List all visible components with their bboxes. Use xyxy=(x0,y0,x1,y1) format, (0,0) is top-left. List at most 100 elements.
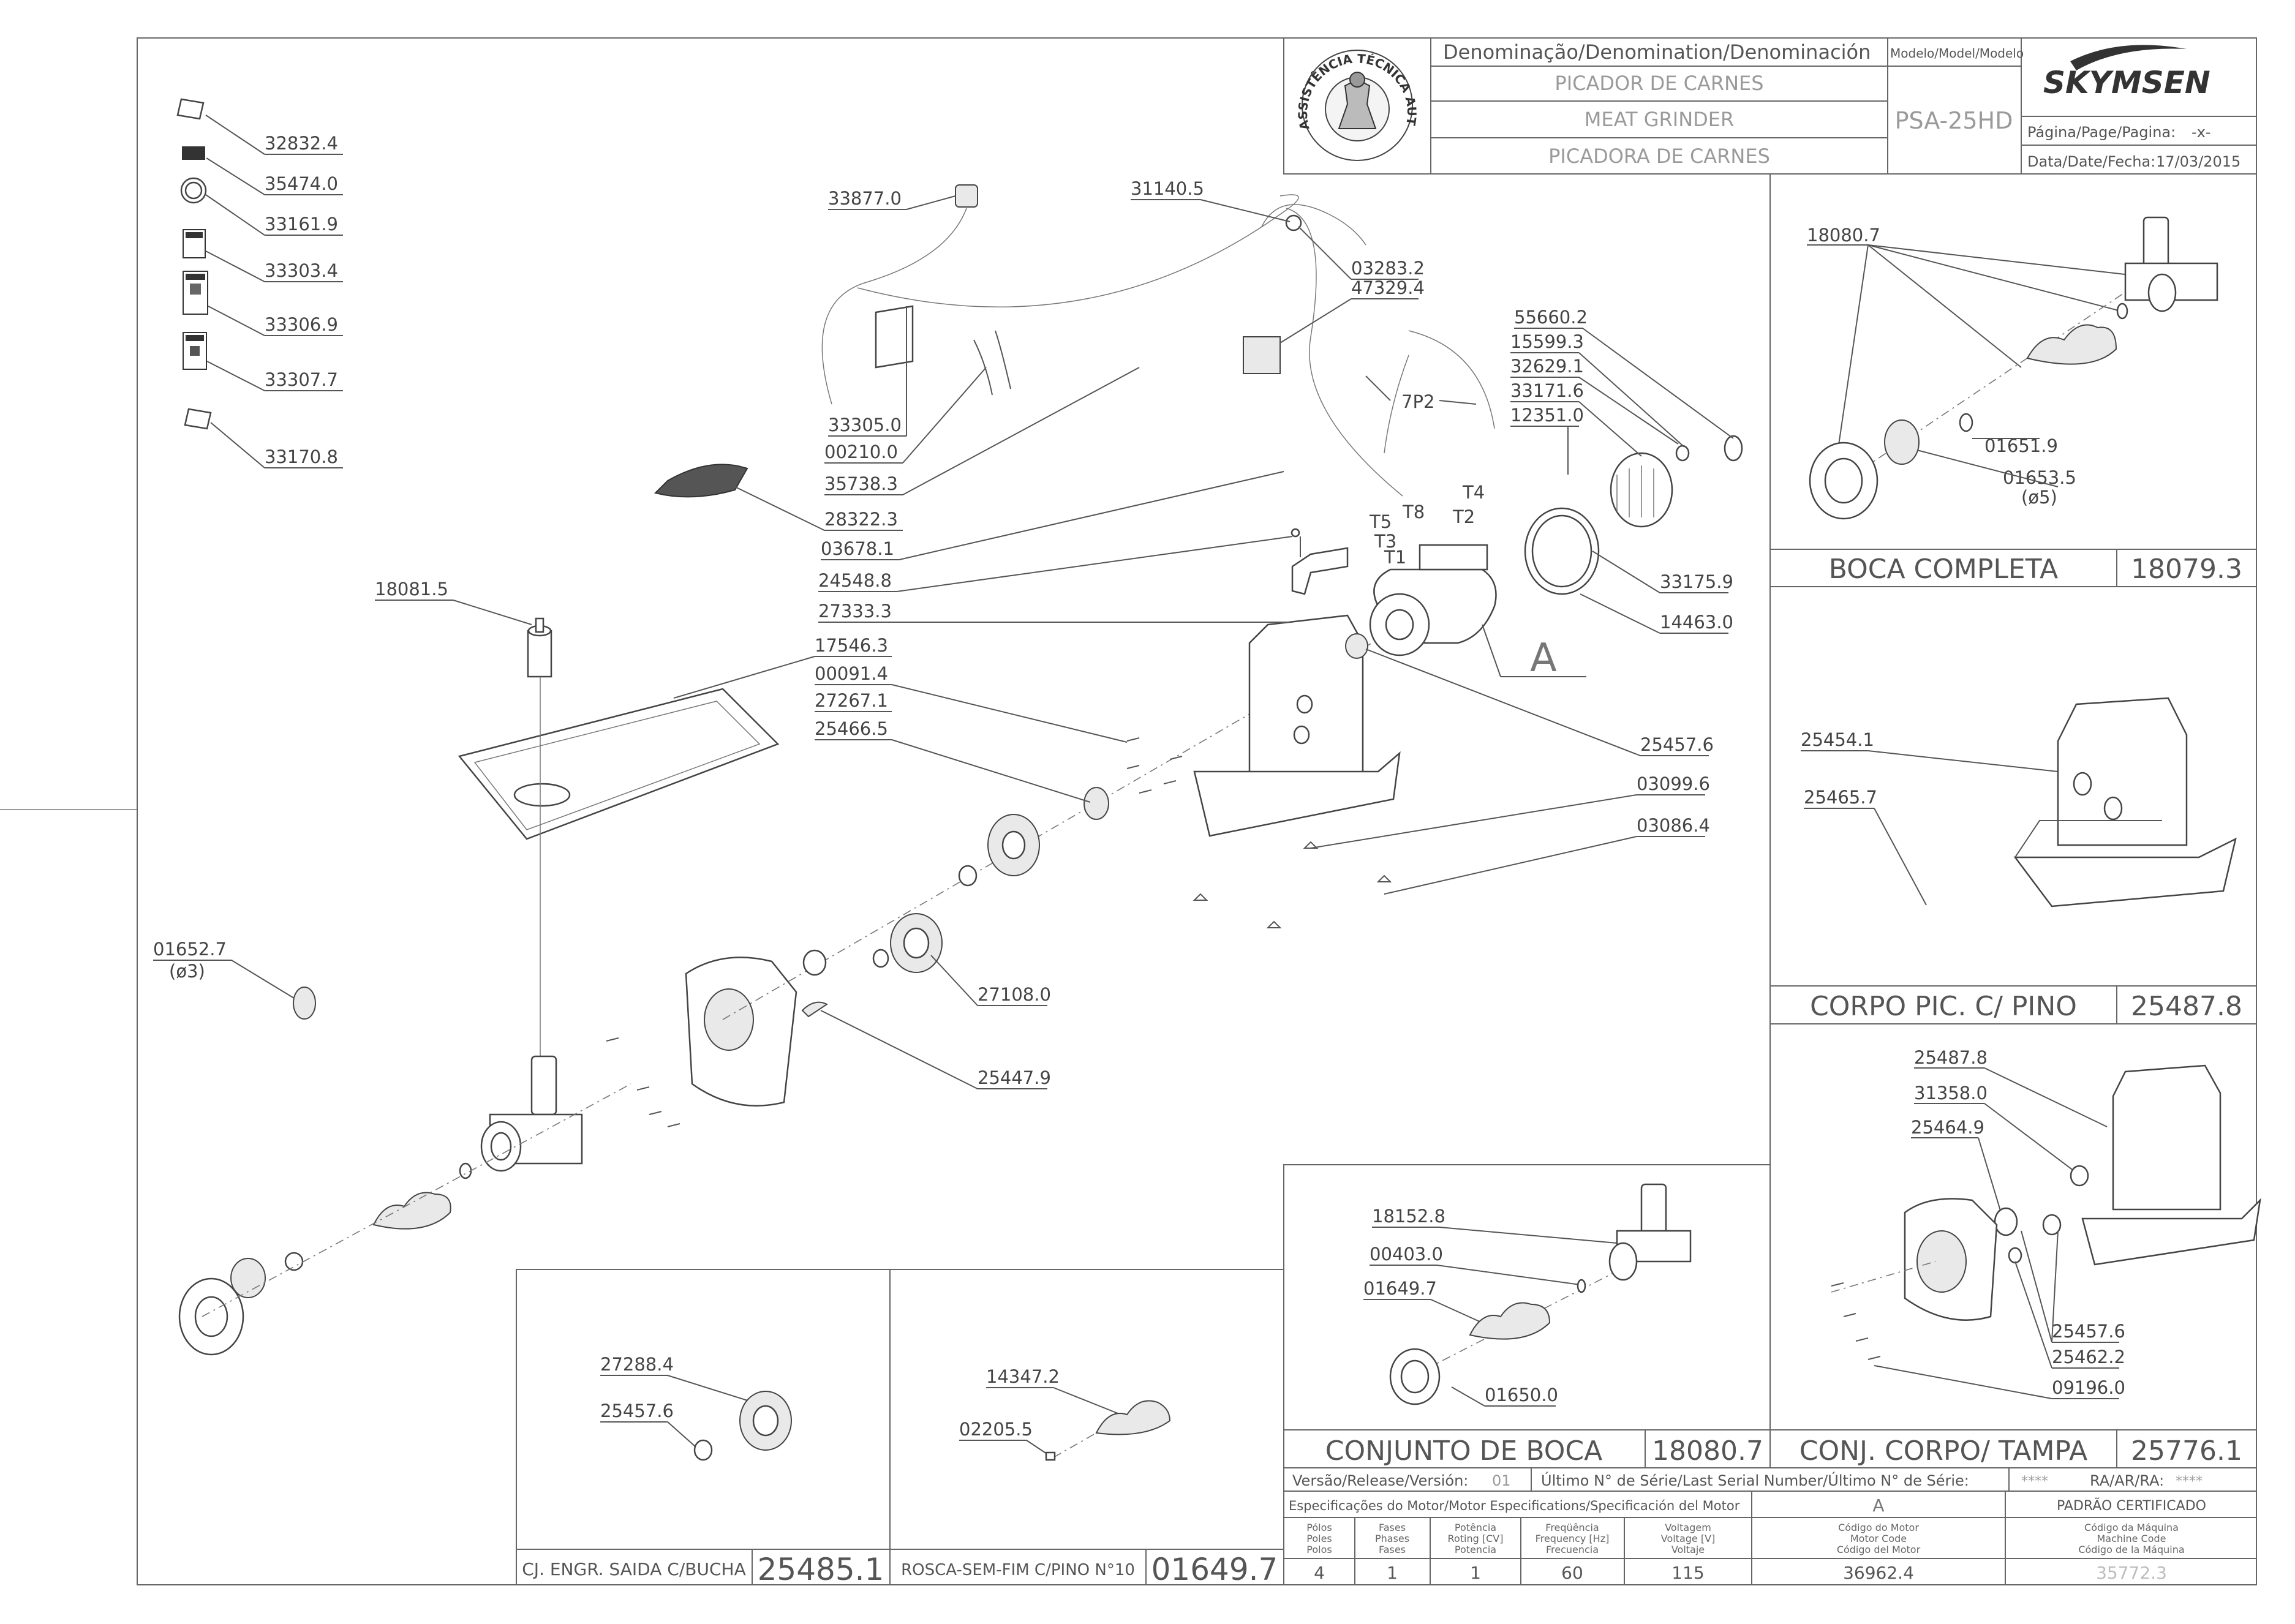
svg-text:SKYMSEN: SKYMSEN xyxy=(2043,65,2210,100)
boca-label-0: 18080.7 xyxy=(1807,225,1880,246)
tampa-title: CONJ. CORPO/ TAMPA xyxy=(1799,1435,2087,1467)
cboca-label-2: 01649.7 xyxy=(1363,1278,1437,1299)
machine-code-value: 35772.3 xyxy=(2096,1563,2167,1583)
col4-h1: Voltagem xyxy=(1665,1522,1711,1533)
col2-h3: Potencia xyxy=(1455,1544,1496,1555)
sheet-frame xyxy=(137,37,2257,1585)
col2-h1: Potência xyxy=(1455,1522,1496,1533)
motor-code-h1: Código do Motor xyxy=(1838,1522,1919,1533)
col3-h1: Freqüência xyxy=(1545,1522,1599,1533)
col0-h2: Poles xyxy=(1306,1533,1332,1544)
callout-41: A xyxy=(1530,636,1557,681)
cboca-title: CONJUNTO DE BOCA xyxy=(1325,1435,1602,1467)
cboca-label-3: 01650.0 xyxy=(1485,1385,1558,1405)
col1-value: 1 xyxy=(1387,1563,1398,1583)
panel-boca-completa: 18080.7 01651.9 01653.5 (ø5) BOCA COMPLE… xyxy=(1807,216,2242,585)
col1-h2: Phases xyxy=(1375,1533,1409,1544)
panel-corpo-tampa: 25487.8 31358.0 25464.9 25457.6 25462.2 … xyxy=(1799,1047,2261,1467)
col4-value: 115 xyxy=(1671,1563,1704,1583)
boca-title: BOCA COMPLETA xyxy=(1829,554,2059,585)
callout-42: 25457.6 xyxy=(1640,734,1714,755)
exploded-callouts: 32832.4 35474.0 33161.9 33303.4 33306.9 … xyxy=(153,115,1734,1089)
machine-code-h2: Machine Code xyxy=(2097,1533,2166,1544)
callout-32: 7P2 xyxy=(1401,391,1434,412)
boca-label-3: (ø5) xyxy=(2021,487,2057,508)
cboca-code: 18080.7 xyxy=(1652,1435,1763,1467)
panel-frames xyxy=(516,174,2256,1585)
col0-value: 4 xyxy=(1314,1563,1325,1583)
callout-10: 47329.4 xyxy=(1351,277,1425,298)
callout-8: 31140.5 xyxy=(1131,178,1204,199)
callout-2: 33161.9 xyxy=(265,214,338,235)
callout-22: 18081.5 xyxy=(375,579,448,600)
engr-code: 25485.1 xyxy=(758,1552,884,1587)
callout-40: 14463.0 xyxy=(1660,612,1733,633)
corpo-label-0: 25454.1 xyxy=(1801,729,1874,750)
engr-label-1: 25457.6 xyxy=(600,1400,674,1421)
callout-13: 35738.3 xyxy=(824,473,898,494)
corpo-code: 25487.8 xyxy=(2131,991,2242,1022)
page-label: Página/Page/Pagina: xyxy=(2027,124,2176,141)
authorized-service-seal: ASSISTÊNCIA TÉCNICA AUTORIZADA xyxy=(0,0,1419,161)
tampa-label-3: 25457.6 xyxy=(2052,1321,2125,1342)
callout-1: 35474.0 xyxy=(265,173,338,194)
callout-36: T5 xyxy=(1369,511,1392,532)
callout-34: T2 xyxy=(1452,506,1475,527)
ra-value: **** xyxy=(2176,1474,2203,1489)
callout-16: 24548.8 xyxy=(818,570,892,591)
model-header: Modelo/Model/Modelo xyxy=(1890,46,2024,61)
date-label: Data/Date/Fecha: xyxy=(2027,153,2155,170)
ra-label: RA/AR/RA: xyxy=(2090,1472,2164,1489)
callout-5: 33307.7 xyxy=(265,369,338,390)
name-en: MEAT GRINDER xyxy=(1585,108,1734,131)
col4-h2: Voltage [V] xyxy=(1661,1533,1716,1544)
tampa-code: 25776.1 xyxy=(2131,1435,2242,1467)
page-value: -x- xyxy=(2191,124,2211,141)
callout-11: 33305.0 xyxy=(828,415,902,435)
version-value: 01 xyxy=(1492,1472,1511,1489)
machine-code-h3: Código de la Máquina xyxy=(2078,1544,2184,1555)
callout-4: 33306.9 xyxy=(265,314,338,335)
svg-text:ASSISTÊNCIA TÉCNICA AUTORIZADA: ASSISTÊNCIA TÉCNICA AUTORIZADA xyxy=(0,0,1419,131)
tampa-label-1: 31358.0 xyxy=(1914,1083,1988,1103)
col3-value: 60 xyxy=(1561,1563,1583,1583)
callout-18: 17546.3 xyxy=(815,635,888,656)
col1-h3: Fases xyxy=(1379,1544,1406,1555)
boca-code: 18079.3 xyxy=(2131,554,2242,585)
col1-h1: Fases xyxy=(1379,1522,1406,1533)
motor-header: A xyxy=(1872,1495,1884,1516)
col2-h2: Roting [CV] xyxy=(1448,1533,1504,1544)
callout-21: 25466.5 xyxy=(815,718,888,739)
callout-15: 03678.1 xyxy=(821,538,894,559)
col2-value: 1 xyxy=(1470,1563,1481,1583)
callout-25: 27108.0 xyxy=(978,984,1051,1005)
callout-33: T4 xyxy=(1462,482,1485,503)
rosca-label-0: 14347.2 xyxy=(986,1366,1060,1387)
skymsen-logo: SKYMSEN xyxy=(2043,45,2210,100)
col0-h1: Pólos xyxy=(1306,1522,1332,1533)
callout-37: T3 xyxy=(1374,531,1396,552)
corpo-title: CORPO PIC. C/ PINO xyxy=(1810,991,2077,1022)
name-pt: PICADOR DE CARNES xyxy=(1554,72,1763,95)
motor-code-h3: Código del Motor xyxy=(1837,1544,1921,1555)
seal-text: ASSISTÊNCIA TÉCNICA AUTORIZADA xyxy=(0,0,1419,131)
callout-31: 12351.0 xyxy=(1510,405,1584,426)
motor-code-value: 36962.4 xyxy=(1843,1563,1914,1583)
callout-29: 32629.1 xyxy=(1510,356,1584,377)
tampa-label-5: 09196.0 xyxy=(2052,1377,2125,1398)
cboca-label-0: 18152.8 xyxy=(1372,1206,1445,1227)
callout-43: 03099.6 xyxy=(1637,773,1710,794)
callout-30: 33171.6 xyxy=(1510,380,1584,401)
corpo-label-1: 25465.7 xyxy=(1804,787,1877,808)
standard-header: PADRÃO CERTIFICADO xyxy=(2057,1497,2206,1514)
col3-h2: Frequency [Hz] xyxy=(1536,1533,1610,1544)
panel-engrenagem: 27288.4 25457.6 CJ. ENGR. SAIDA C/BUCHA … xyxy=(522,1354,884,1587)
machine-code-h1: Código da Máquina xyxy=(2084,1522,2179,1533)
callout-20: 27267.1 xyxy=(815,690,888,711)
panel-rosca: 14347.2 02205.5 ROSCA-SEM-FIM C/PINO N°1… xyxy=(901,1366,1278,1587)
engr-title: CJ. ENGR. SAIDA C/BUCHA xyxy=(522,1559,745,1579)
denomination-header: Denominação/Denomination/Denominación xyxy=(1443,40,1871,64)
version-label: Versão/Release/Versión: xyxy=(1292,1472,1468,1489)
callout-17: 27333.3 xyxy=(818,601,892,622)
callout-24: (ø3) xyxy=(169,961,205,982)
